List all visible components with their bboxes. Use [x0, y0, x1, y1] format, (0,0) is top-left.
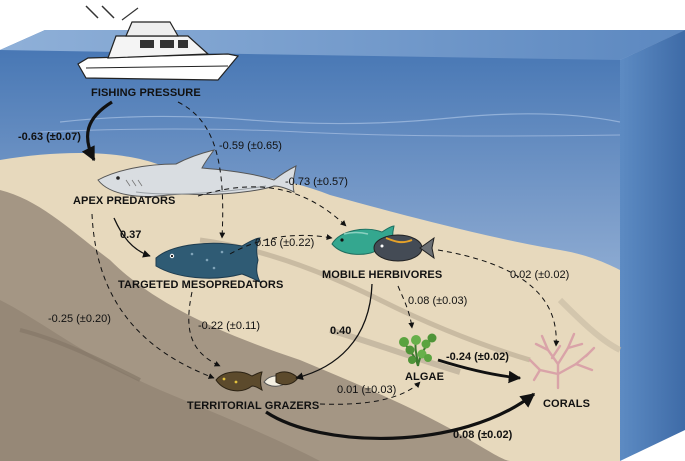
seabed: [0, 153, 622, 461]
node-label-fishing-pressure: FISHING PRESSURE: [91, 87, 201, 99]
coefficient-territorial-grazers-to-algae: 0.01 (±0.03): [337, 384, 397, 396]
coefficient-apex-to-territorial-grazers: -0.25 (±0.20): [48, 313, 111, 325]
arrow-mobile-herbivores-to-corals: [437, 249, 560, 347]
fishing-boat-icon: [77, 5, 240, 81]
node-label-apex-predators: APEX PREDATORS: [73, 195, 176, 207]
coefficient-fishing-to-apex: -0.63 (±0.07): [18, 131, 81, 143]
coefficient-mesopredators-to-territorial-grazers: -0.22 (±0.11): [198, 320, 261, 332]
coefficient-apex-to-mesopredators: 0.37: [120, 229, 142, 241]
coefficient-apex-to-mobile-herbivores: -0.73 (±0.57): [285, 176, 348, 188]
node-label-mobile-herbivores: MOBILE HERBIVORES: [322, 269, 443, 281]
grouper-icon: [155, 237, 262, 284]
arrow-fishing-to-apex: [81, 100, 113, 162]
shark-icon: [97, 149, 297, 198]
path-arrows: [81, 100, 560, 441]
arrow-mesopredators-to-mobile-herbivores: [229, 234, 333, 255]
arrow-algae-to-corals: [437, 358, 522, 384]
algae-icon: [399, 333, 437, 367]
coefficient-mobile-herbivores-to-territorial-grazers: 0.40: [330, 325, 352, 337]
node-label-targeted-mesopredators: TARGETED MESOPREDATORS: [118, 279, 284, 291]
arrow-apex-to-territorial-grazers: [91, 213, 215, 379]
coefficient-fishing-to-mesopredators: -0.59 (±0.65): [219, 140, 282, 152]
node-label-corals: CORALS: [543, 398, 591, 410]
arrow-mobile-herbivores-to-algae: [397, 285, 415, 329]
node-label-territorial-grazers: TERRITORIAL GRAZERS: [187, 400, 320, 412]
coral-icon: [528, 332, 596, 390]
coefficient-mobile-herbivores-to-corals: 0.02 (±0.02): [510, 269, 570, 281]
node-label-algae: ALGAE: [405, 371, 444, 383]
coefficient-algae-to-corals: -0.24 (±0.02): [446, 351, 509, 363]
arrow-territorial-grazers-to-corals: [265, 392, 536, 441]
surgeonfish-icon: [373, 234, 435, 262]
water-side-face: [620, 30, 685, 461]
arrow-mesopredators-to-territorial-grazers: [188, 291, 221, 367]
arrow-apex-to-mobile-herbivores: [197, 186, 347, 227]
coefficient-territorial-grazers-to-corals: 0.08 (±0.02): [453, 429, 513, 441]
arrow-apex-to-mesopredators: [113, 217, 151, 258]
arrow-mobile-herbivores-to-territorial-grazers: [295, 283, 373, 381]
arrow-fishing-to-mesopredators: [177, 101, 226, 239]
coefficient-mesopredators-to-mobile-herbivores: 0.16 (±0.22): [255, 237, 315, 249]
coefficient-mobile-herbivores-to-algae: 0.08 (±0.03): [408, 295, 468, 307]
